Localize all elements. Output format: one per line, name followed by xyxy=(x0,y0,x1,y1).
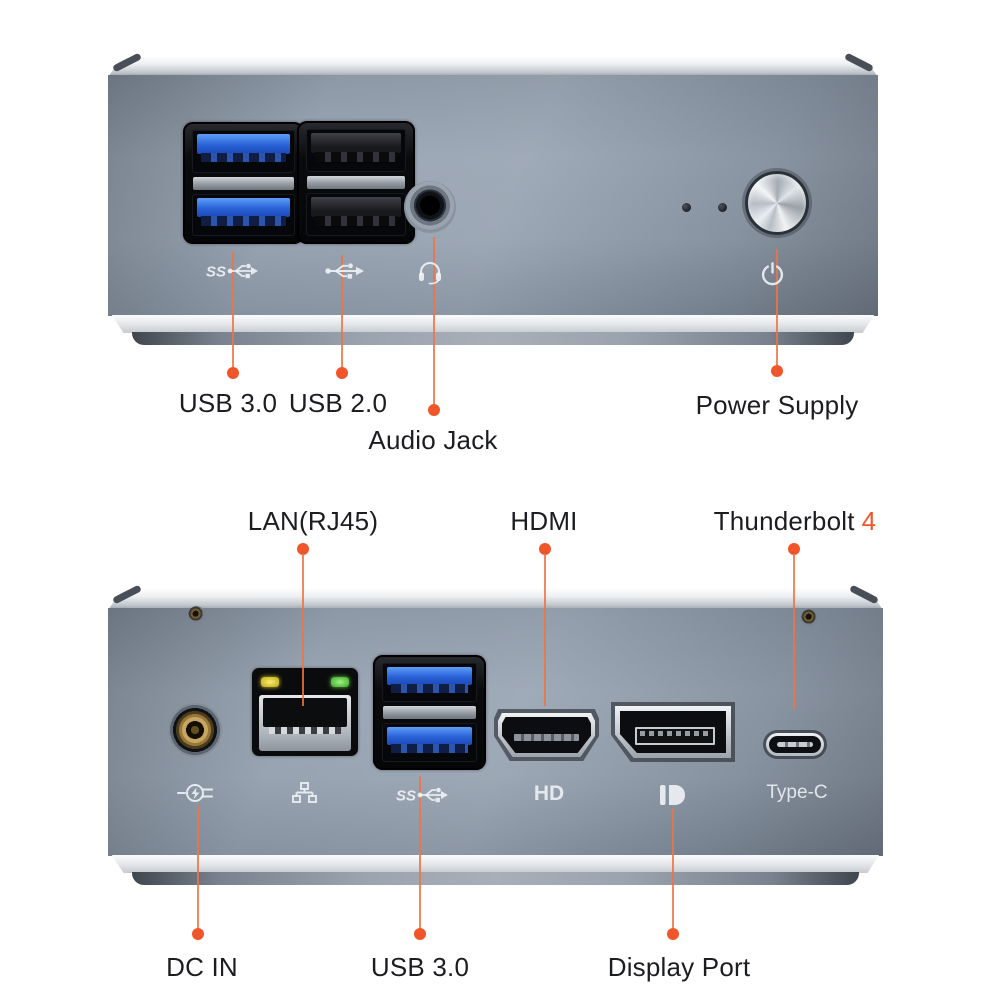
callout-dot-power xyxy=(771,365,783,377)
lan-rj45-port xyxy=(252,668,358,756)
svg-text:SS: SS xyxy=(396,788,416,805)
callout-dot-usb3-front xyxy=(227,367,239,379)
front-usb3-ports xyxy=(183,122,304,244)
callout-dot-displayport xyxy=(667,928,679,940)
rear-view-device: SS HD Type-C xyxy=(108,584,883,886)
callout-line-hdmi xyxy=(544,554,546,706)
headset-icon xyxy=(417,259,443,285)
callout-dot-usb3-rear xyxy=(414,928,426,940)
displayport-port xyxy=(611,702,735,762)
lan-led-yellow xyxy=(261,677,279,687)
callout-dot-thunderbolt xyxy=(788,543,800,555)
usb3-port xyxy=(382,723,477,762)
callout-label-dcin: DC IN xyxy=(166,952,238,982)
rear-bottom-chamfer xyxy=(111,855,880,873)
superspeed-usb-icon: SS xyxy=(396,784,450,806)
callout-line-thunderbolt xyxy=(793,554,795,709)
status-led xyxy=(718,203,727,212)
callout-dot-audio xyxy=(428,404,440,416)
callout-line-usb3-front xyxy=(232,252,234,368)
thunderbolt-version: 4 xyxy=(861,506,877,536)
usb-icon xyxy=(324,261,366,281)
rear-base-strip xyxy=(132,872,859,885)
ethernet-icon xyxy=(292,782,317,804)
rear-top-edge xyxy=(108,588,883,610)
callout-line-dcin xyxy=(197,806,199,929)
svg-text:SS: SS xyxy=(206,264,226,281)
callout-label-power: Power Supply xyxy=(695,390,859,420)
callout-label-usb3-rear: USB 3.0 xyxy=(370,952,470,982)
callout-label-lan: LAN(RJ45) xyxy=(247,506,379,536)
usb3-port xyxy=(192,193,295,236)
usb3-port xyxy=(192,130,295,173)
usb-c-port xyxy=(763,730,827,759)
callout-line-displayport xyxy=(672,808,674,929)
usb2-port xyxy=(306,193,406,236)
hdmi-port xyxy=(494,709,599,761)
displayport-icon xyxy=(660,784,687,806)
dc-in-port xyxy=(168,703,222,757)
callout-line-usb2 xyxy=(341,255,343,368)
screw-hole xyxy=(188,606,205,623)
callout-label-hdmi: HDMI xyxy=(510,506,578,536)
callout-label-displayport: Display Port xyxy=(607,952,751,982)
callout-label-usb3-front: USB 3.0 xyxy=(178,388,278,418)
power-icon xyxy=(760,261,785,286)
callout-line-usb3-rear xyxy=(419,776,421,929)
front-bottom-chamfer xyxy=(111,315,875,333)
callout-dot-usb2 xyxy=(336,367,348,379)
screw-hole xyxy=(801,609,818,626)
hdmi-mark: HD xyxy=(533,782,565,805)
status-led xyxy=(682,203,691,212)
superspeed-usb-icon: SS xyxy=(206,260,260,282)
front-view-device: SS xyxy=(108,52,878,346)
front-base-strip xyxy=(132,332,854,345)
callout-line-power xyxy=(776,249,778,366)
front-usb2-ports xyxy=(297,121,415,244)
usb2-port xyxy=(306,129,406,172)
usb3-port xyxy=(382,663,477,702)
callout-label-audio: Audio Jack xyxy=(368,425,498,455)
callout-line-lan xyxy=(302,554,304,706)
power-button xyxy=(745,171,809,235)
front-top-edge xyxy=(108,56,878,77)
dc-power-icon xyxy=(177,782,221,804)
audio-jack-port xyxy=(404,181,456,233)
callout-dot-hdmi xyxy=(539,543,551,555)
thunderbolt-text: Thunderbolt xyxy=(713,506,855,536)
callout-label-usb2: USB 2.0 xyxy=(288,388,388,418)
callout-dot-dcin xyxy=(192,928,204,940)
usbc-mark: Type-C xyxy=(766,782,828,803)
callout-line-audio xyxy=(433,237,435,405)
lan-led-green xyxy=(331,677,349,687)
rear-usb3-ports xyxy=(373,655,486,770)
callout-dot-lan xyxy=(297,543,309,555)
